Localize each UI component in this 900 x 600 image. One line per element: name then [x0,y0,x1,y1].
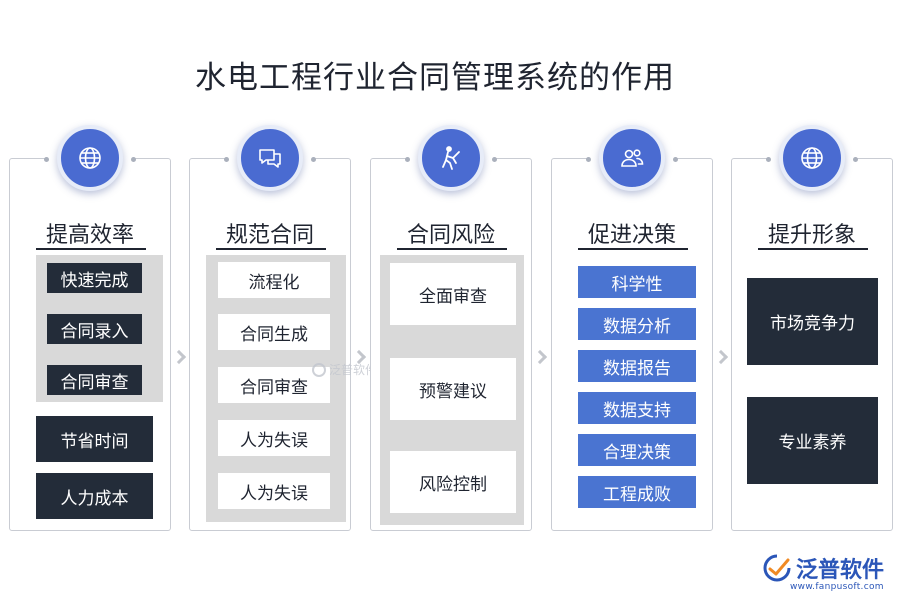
page-title: 水电工程行业合同管理系统的作用 [195,60,675,96]
column-heading: 提升形象 [767,223,856,248]
item-human-error: 人为失误 [218,420,330,456]
item-data-report: 数据报告 [578,350,696,382]
heading-underline [216,248,326,250]
item-contract-review: 合同审查 [218,367,330,403]
column-heading: 规范合同 [225,223,314,248]
watermark-logo-icon [312,362,326,377]
watermark: 泛普软件 [312,361,377,378]
globe-icon [57,125,123,191]
item-market-competitiveness: 市场竞争力 [747,278,878,365]
item-save-time: 节省时间 [36,416,153,462]
item-scientific: 科学性 [578,266,696,298]
brand-url: www.fanpusoft.com [790,582,884,592]
chevron-right-icon [532,349,548,365]
column-standardize-contract: 规范合同 流程化 合同生成 合同审查 人为失误 人为失误 [189,125,351,531]
person-pushing-icon [418,125,484,191]
globe-icon [779,125,845,191]
brand-logo-icon [763,554,791,582]
users-icon [599,125,665,191]
brand-logo: 泛普软件 [762,552,884,584]
heading-underline [397,248,507,250]
column-contract-risk: 合同风险 全面审查 预警建议 风险控制 [370,125,532,531]
chevron-right-icon [171,349,187,365]
heading-underline [36,248,146,250]
column-heading: 合同风险 [406,223,495,248]
item-full-review: 全面审查 [390,263,516,325]
column-heading: 提高效率 [45,223,134,248]
item-fast-completion: 快速完成 [47,263,142,293]
item-contract-generation: 合同生成 [218,314,330,350]
item-project-success: 工程成败 [578,476,696,508]
item-data-support: 数据支持 [578,392,696,424]
column-promote-decision: 促进决策 科学性 数据分析 数据报告 数据支持 合理决策 工程成败 [551,125,713,531]
item-professional-quality: 专业素养 [747,397,878,484]
heading-underline [578,248,688,250]
brand-name: 泛普软件 [796,558,885,583]
item-data-analysis: 数据分析 [578,308,696,340]
watermark-text: 泛普软件 [329,363,378,377]
column-enhance-image: 提升形象 市场竞争力 专业素养 [731,125,893,531]
item-reasonable-decision: 合理决策 [578,434,696,466]
chevron-right-icon [713,349,729,365]
item-contract-entry: 合同录入 [47,314,142,344]
item-human-error: 人为失误 [218,473,330,509]
column-heading: 促进决策 [587,223,676,248]
item-process: 流程化 [218,262,330,298]
column-improve-efficiency: 提高效率 快速完成 合同录入 合同审查 节省时间 人力成本 [9,125,171,531]
item-risk-control: 风险控制 [390,451,516,513]
heading-underline [758,248,868,250]
chat-bubbles-icon [237,125,303,191]
item-early-warning: 预警建议 [390,358,516,420]
item-contract-review: 合同审查 [47,365,142,395]
item-labor-cost: 人力成本 [36,473,153,519]
